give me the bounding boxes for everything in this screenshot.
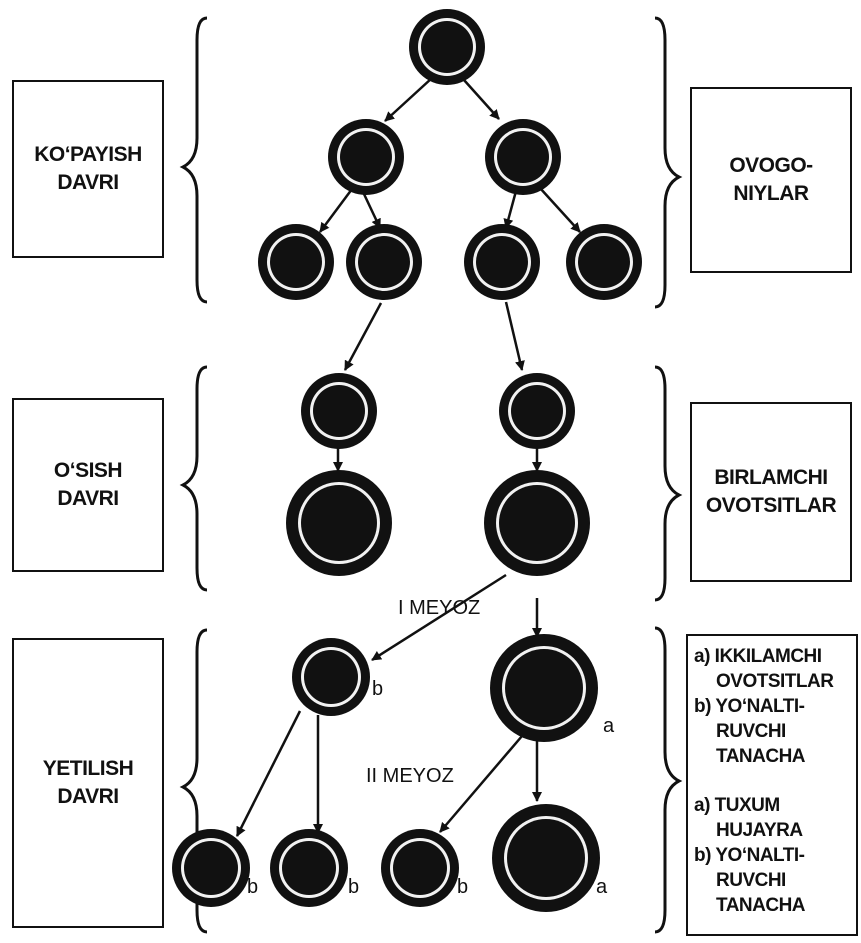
product-line: HUJAYRA	[716, 820, 803, 841]
polar-body-cell	[381, 829, 459, 907]
product-line: a) IKKILAMCHI	[694, 646, 822, 667]
period-label: DAVRI	[57, 785, 119, 808]
oogonium-cell	[328, 119, 404, 195]
arrow	[235, 710, 302, 837]
polar-body-tag: b	[348, 876, 359, 898]
primary-oocytes-box: BIRLAMCHI OVOTSITLAR	[690, 402, 852, 582]
polar-body-cell	[172, 829, 250, 907]
arrow	[539, 187, 581, 233]
right-brace-multiplication	[654, 16, 683, 309]
oogonium-cell	[258, 224, 334, 300]
arrow	[318, 188, 354, 233]
oogonium-cell	[464, 224, 540, 300]
period-label: YETILISH	[42, 757, 134, 780]
oogonia-box: OVOGO- NIYLAR	[690, 87, 852, 273]
oogonium-cell	[566, 224, 642, 300]
second-meiosis-label: II MEYOZ	[366, 765, 454, 787]
product-line: b) YO‘NALTI-	[694, 845, 805, 866]
primary-oocyte-cell	[484, 470, 590, 576]
arrow	[343, 302, 383, 371]
left-brace-maturation	[179, 628, 208, 934]
product-line: a) TUXUM	[694, 795, 780, 816]
period-label: DAVRI	[57, 171, 119, 194]
arrow	[463, 79, 500, 120]
polar-body-tag: b	[457, 876, 468, 898]
arrow	[371, 573, 507, 662]
stage-label: OVOTSITLAR	[705, 494, 837, 517]
period-label: O‘SISH	[53, 459, 123, 482]
oogonium-cell	[409, 9, 485, 85]
first-meiosis-label: I MEYOZ	[398, 597, 480, 619]
arrow	[362, 193, 382, 229]
product-line: TANACHA	[716, 746, 806, 767]
secondary-oocyte-tag: a	[603, 715, 615, 737]
arrow	[384, 77, 433, 122]
growth-period-box: O‘SISH DAVRI	[12, 398, 164, 572]
oogonium-cell	[346, 224, 422, 300]
right-brace-maturation	[654, 626, 683, 934]
product-line: RUVCHI	[716, 721, 786, 742]
egg-cell	[492, 804, 600, 912]
polar-body-cell	[292, 638, 370, 716]
multiplication-period-box: KO‘PAYISH DAVRI	[12, 80, 164, 258]
oogonium-cell	[485, 119, 561, 195]
growing-oocyte-cell	[301, 373, 377, 449]
egg-cell-tag: a	[596, 876, 608, 898]
product-line: RUVCHI	[716, 870, 786, 891]
product-line: TANACHA	[716, 895, 806, 916]
secondary-oocyte-cell	[490, 634, 598, 742]
primary-oocyte-cell	[286, 470, 392, 576]
left-brace-growth	[179, 365, 208, 592]
polar-body-tag: b	[247, 876, 258, 898]
period-label: KO‘PAYISH	[34, 143, 142, 166]
right-brace-growth	[654, 365, 683, 602]
stage-label: BIRLAMCHI	[714, 466, 828, 489]
product-line: OVOTSITLAR	[716, 671, 834, 692]
polar-body-cell	[270, 829, 348, 907]
period-label: DAVRI	[57, 487, 119, 510]
maturation-products-box: a) IKKILAMCHI OVOTSITLAR b) YO‘NALTI- RU…	[686, 634, 858, 936]
polar-body-tag: b	[372, 678, 383, 700]
product-line: b) YO‘NALTI-	[694, 696, 805, 717]
stage-label: NIYLAR	[733, 182, 809, 205]
arrow	[439, 735, 523, 833]
left-brace-multiplication	[179, 16, 208, 304]
stage-label: OVOGO-	[729, 154, 813, 177]
growing-oocyte-cell	[499, 373, 575, 449]
arrow	[503, 190, 518, 229]
maturation-period-box: YETILISH DAVRI	[12, 638, 164, 928]
arrow	[504, 301, 525, 371]
